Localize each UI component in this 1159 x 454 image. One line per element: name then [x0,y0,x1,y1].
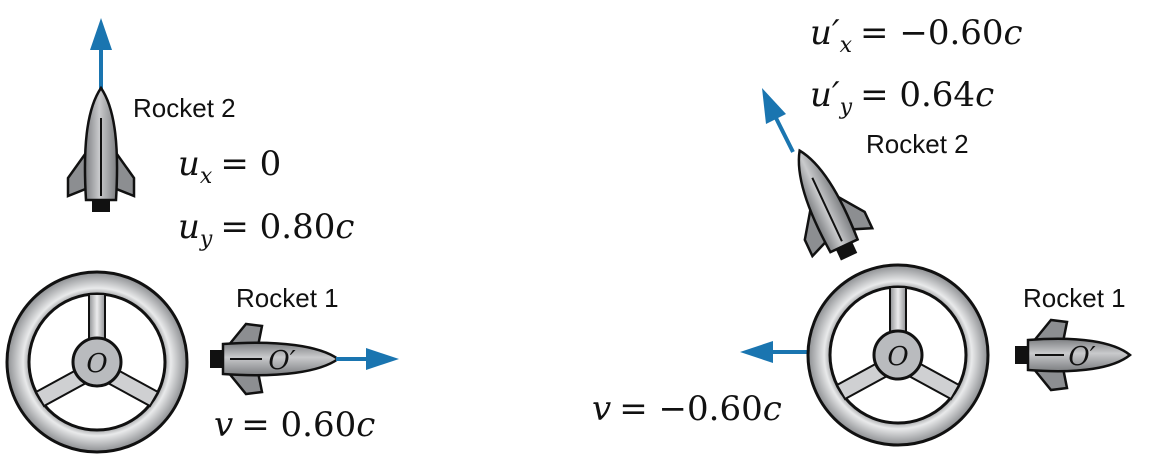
left-origin-Oprime: O′ [268,346,295,376]
left-rocket1-label: Rocket 1 [236,283,339,313]
right-v-equation: v= −0.60c [592,389,782,429]
right-rocket2-velocity-arrow [762,88,795,153]
left-rocket1-icon: O′ [210,322,341,396]
left-origin-O: O [86,349,107,379]
station-velocity-arrow [740,341,808,363]
right-rocket1-label: Rocket 1 [1023,283,1126,313]
left-v-equation: v= 0.60c [214,405,375,445]
right-rocket2-icon [797,148,875,261]
right-ux-equation: u′x= −0.60c [810,13,1023,58]
left-panel: Rocket 2 ux= 0 uy= 0.80c O Rocket 1 O′ [5,18,399,454]
right-origin-Oprime: O′ [1068,342,1095,372]
left-ux-equation: ux= 0 [178,144,281,189]
rocket1-velocity-arrow [336,348,399,370]
right-uy-equation: u′y= 0.64c [810,75,994,120]
rocket2-icon [66,85,136,212]
right-space-station-icon: O [806,263,990,447]
right-rocket1-icon: O′ [1015,318,1132,392]
right-origin-O: O [887,342,908,372]
left-space-station-icon: O [5,270,189,454]
left-uy-equation: uy= 0.80c [178,207,354,252]
rocket2-velocity-arrow [90,18,112,92]
right-panel: u′x= −0.60c u′y= 0.64c Rocket 2 [592,13,1132,447]
left-rocket2-label: Rocket 2 [133,93,236,123]
right-rocket2-label: Rocket 2 [866,129,969,159]
